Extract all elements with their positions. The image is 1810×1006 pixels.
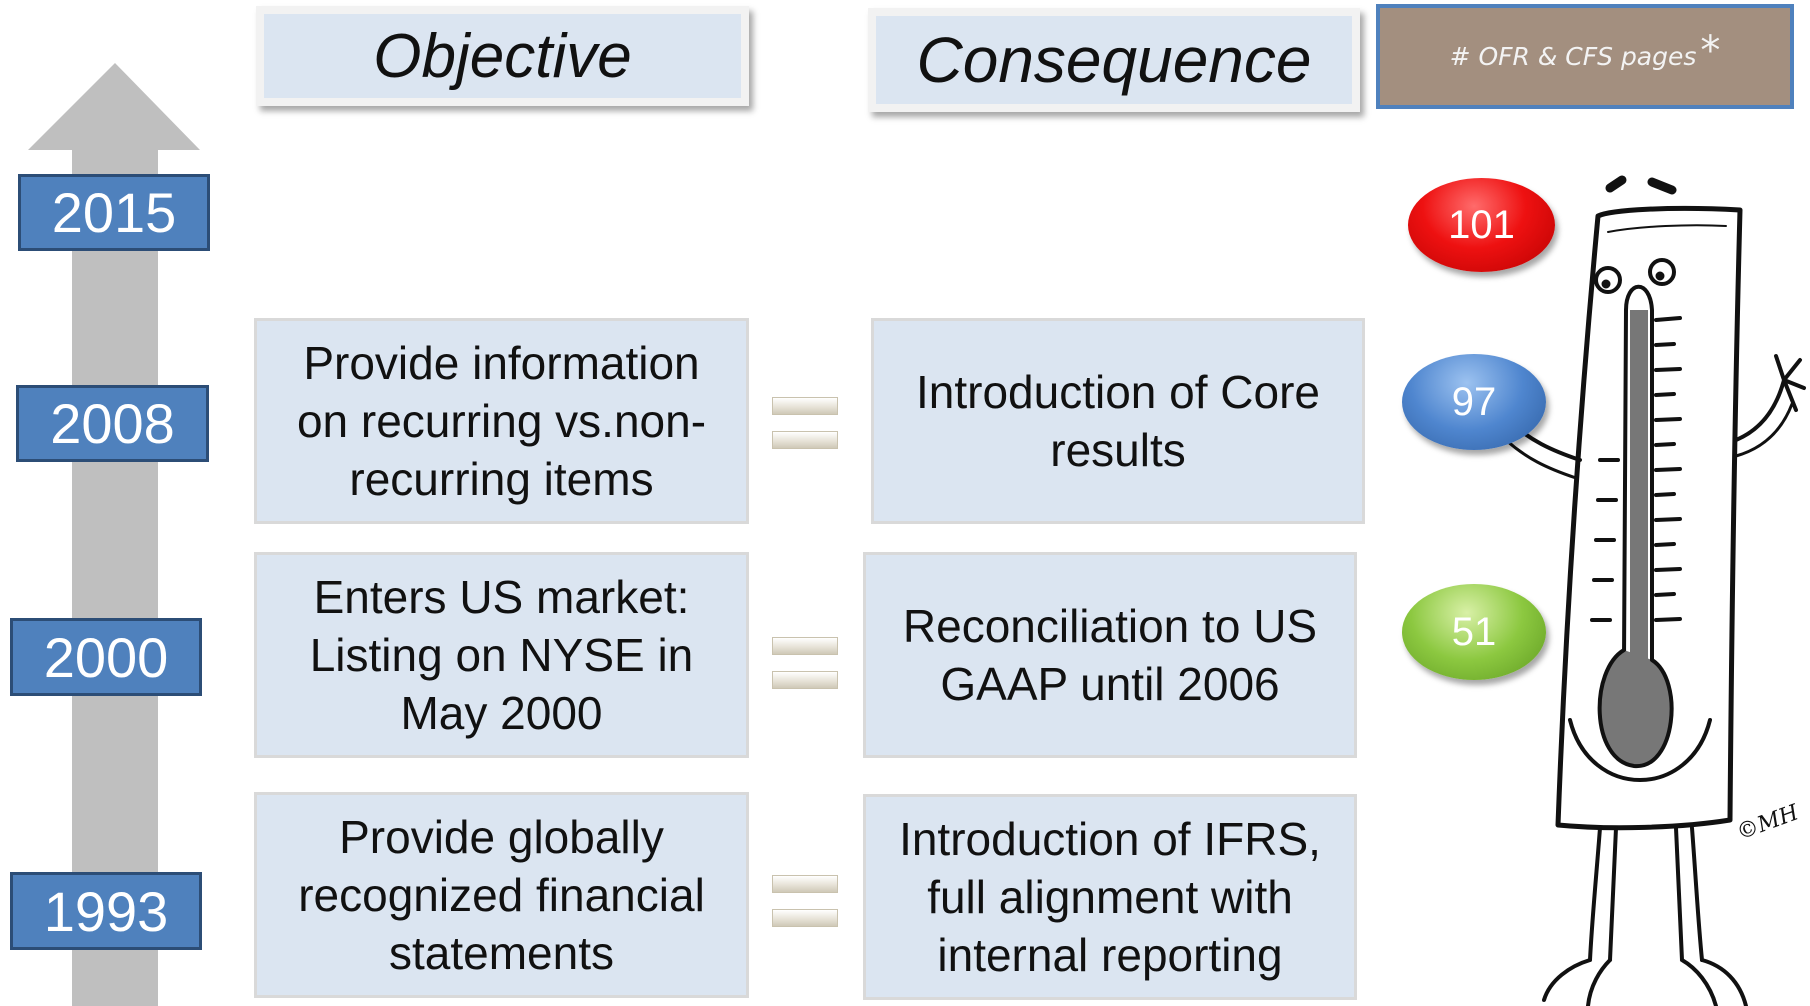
year-label-2008: 2008	[16, 385, 209, 462]
consequence-box: Introduction of IFRS, full alignment wit…	[863, 794, 1357, 1000]
page-count-2000: 51	[1402, 584, 1546, 680]
objective-header: Objective	[256, 6, 749, 106]
footnote-mark: *	[1700, 27, 1721, 74]
page-count-2015: 101	[1408, 178, 1555, 272]
year-label-2000: 2000	[10, 618, 202, 696]
page-count-2008: 97	[1402, 354, 1546, 450]
timeline-arrow	[28, 63, 200, 1006]
objective-box: Provide information on recurring vs.non-…	[254, 318, 749, 524]
objective-text: Enters US market: Listing on NYSE in May…	[309, 571, 694, 739]
page-count-value: 101	[1448, 202, 1515, 247]
objective-box: Provide globally recognized financial st…	[254, 792, 749, 998]
page-count-header: # OFR & CFS pages*	[1376, 4, 1794, 109]
consequence-text: Introduction of Core results	[915, 366, 1320, 476]
year-text: 2008	[50, 392, 175, 455]
year-label-1993: 1993	[10, 872, 202, 950]
consequence-box: Introduction of Core results	[871, 318, 1365, 524]
signature-mark: ©MH	[1734, 800, 1803, 846]
page-count-value: 97	[1451, 379, 1497, 424]
consequence-text: Reconciliation to US GAAP until 2006	[902, 600, 1318, 710]
consequence-box: Reconciliation to US GAAP until 2006	[863, 552, 1357, 758]
equals-icon	[772, 397, 838, 455]
objective-text: Provide information on recurring vs.non-…	[296, 337, 707, 505]
page-count-header-label: # OFR & CFS pages	[1449, 42, 1697, 71]
year-text: 2015	[51, 181, 177, 244]
consequence-header: Consequence	[868, 8, 1360, 112]
year-text: 1993	[43, 879, 169, 943]
consequence-header-label: Consequence	[916, 24, 1312, 96]
equals-icon	[772, 637, 838, 695]
objective-box: Enters US market: Listing on NYSE in May…	[254, 552, 749, 758]
consequence-text: Introduction of IFRS, full alignment wit…	[899, 813, 1321, 981]
objective-text: Provide globally recognized financial st…	[298, 811, 705, 979]
equals-icon	[772, 875, 838, 933]
page-count-value: 51	[1451, 609, 1497, 654]
objective-header-label: Objective	[373, 21, 632, 91]
year-text: 2000	[43, 625, 169, 689]
year-label-2015: 2015	[18, 174, 210, 251]
thermometer-cartoon-icon: ©MH	[1484, 175, 1806, 1006]
